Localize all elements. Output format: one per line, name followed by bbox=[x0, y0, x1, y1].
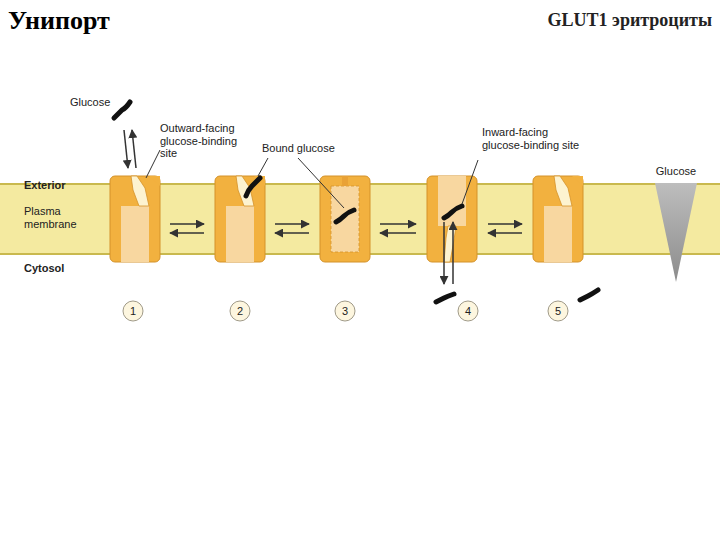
callout-number: 1 bbox=[130, 305, 136, 318]
site-label: Inward-facing glucose-binding site bbox=[482, 126, 590, 151]
molecule-label: Glucose bbox=[70, 96, 110, 109]
gradient-label: Glucose bbox=[656, 165, 696, 178]
site-label: Outward-facing glucose-binding site bbox=[160, 122, 252, 160]
callout-number: 2 bbox=[237, 305, 243, 318]
region-label: Plasma membrane bbox=[24, 205, 84, 230]
subtitle: GLUT1 эритроциты bbox=[548, 10, 712, 31]
page-title: Унипорт bbox=[8, 6, 110, 36]
glucose-label: Bound glucose bbox=[262, 142, 352, 155]
callout-number: 3 bbox=[342, 305, 348, 318]
region-label: Exterior bbox=[24, 179, 66, 192]
callout-number: 4 bbox=[465, 305, 471, 318]
region-label: Cytosol bbox=[24, 262, 64, 275]
callout-number: 5 bbox=[555, 305, 561, 318]
